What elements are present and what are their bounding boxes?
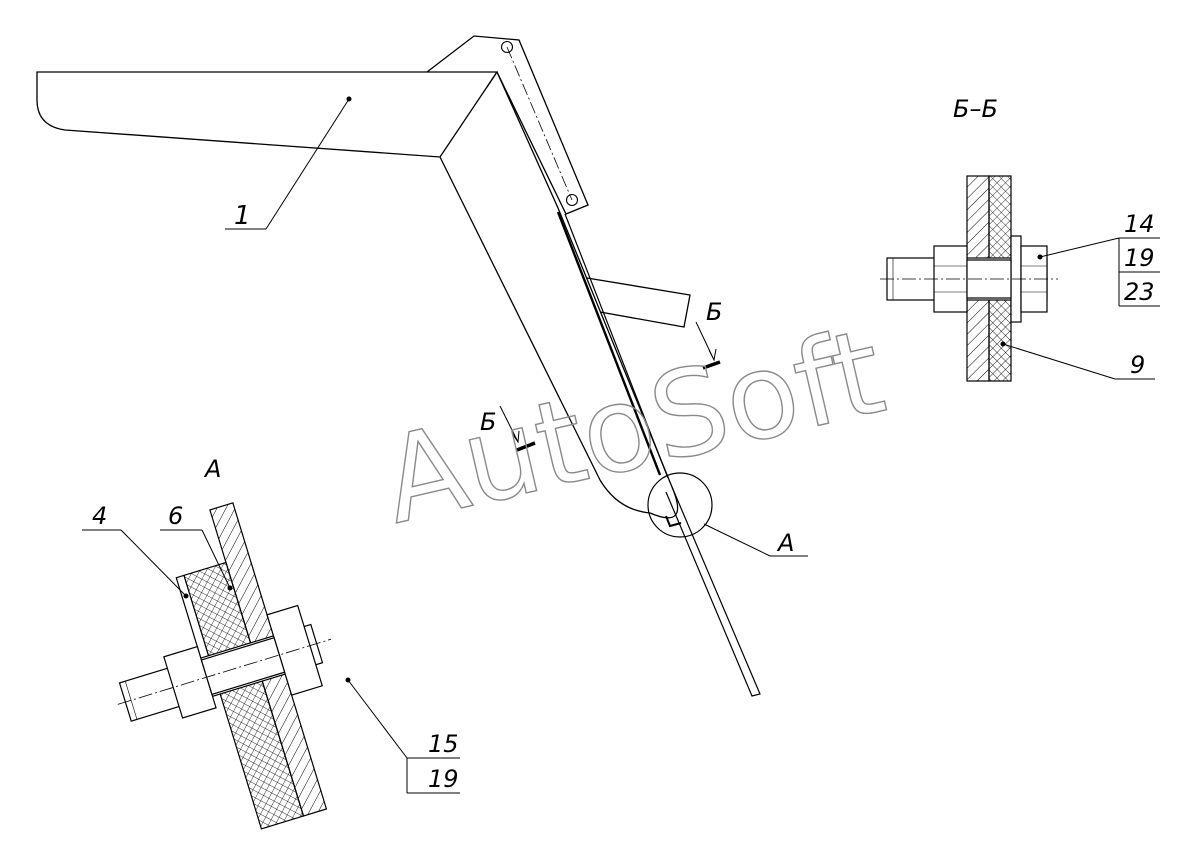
callout-6: 6 (168, 502, 183, 530)
callout-9: 9 (1130, 351, 1145, 379)
callout-23: 23 (1124, 278, 1155, 306)
callout-15: 15 (428, 730, 459, 758)
top-bracket (426, 35, 589, 215)
detail-ref-label: А (776, 529, 794, 557)
main-part: А 1 Б Б (36, 35, 808, 697)
seal-strip (556, 211, 662, 476)
cut-label-lower: Б (480, 408, 496, 436)
section-title: Б–Б (953, 95, 998, 123)
detail-view: А 4 6 15 19 (82, 455, 460, 830)
top-plate (36, 71, 499, 158)
rivet-bottom (565, 193, 579, 207)
cut-label-upper: Б (706, 298, 722, 326)
rod (665, 486, 761, 697)
side-tab (586, 277, 691, 328)
detail-title: А (203, 455, 221, 483)
section-view: Б–Б 14 19 23 9 (880, 95, 1160, 382)
watermark: AutoSoft (370, 301, 896, 551)
detail-circle (647, 472, 713, 538)
detail-seal (183, 561, 305, 830)
cut-mark-lower (516, 441, 536, 452)
rivet-top (500, 40, 514, 54)
arm-body (439, 71, 679, 519)
callout-4: 4 (92, 502, 107, 530)
callout-19-detail: 19 (428, 765, 459, 793)
cut-mark-upper (702, 360, 721, 370)
callout-14: 14 (1124, 210, 1155, 238)
callout-19-section: 19 (1124, 244, 1155, 272)
watermark-text: AutoSoft (371, 302, 896, 550)
callout-1: 1 (234, 201, 251, 231)
